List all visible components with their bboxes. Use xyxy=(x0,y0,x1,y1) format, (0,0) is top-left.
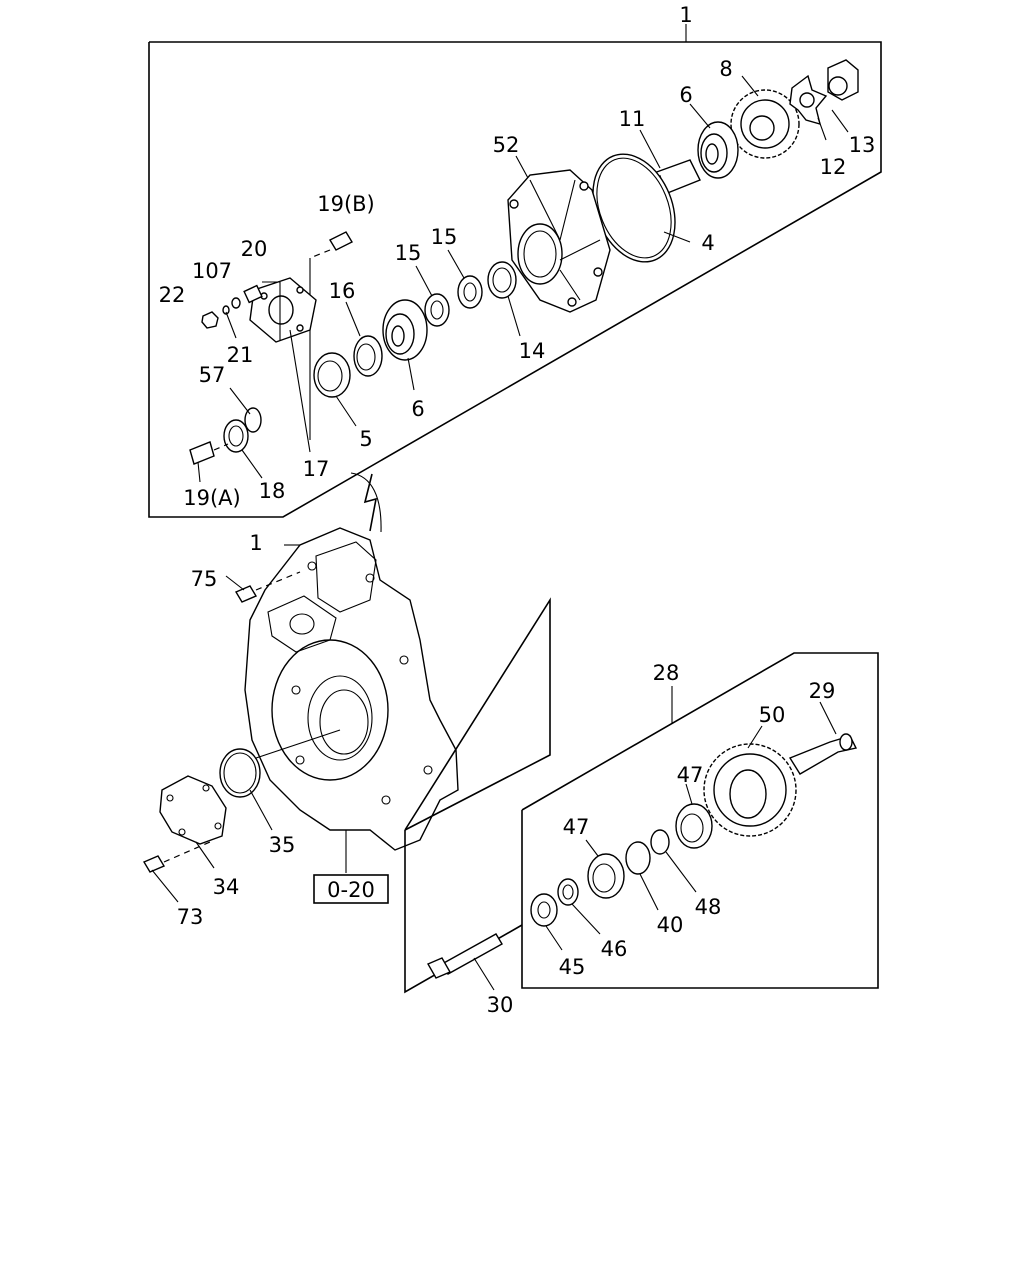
callout-12: 12 xyxy=(820,155,847,179)
shaft-29 xyxy=(788,733,858,775)
bearing-6-upper xyxy=(697,121,739,179)
callout-47-upper: 47 xyxy=(677,763,704,787)
snap-ring-48 xyxy=(650,829,670,855)
callout-28: 28 xyxy=(653,661,680,685)
callout-52: 52 xyxy=(493,133,520,157)
assembly-28-frame xyxy=(404,597,879,994)
callout-16: 16 xyxy=(329,279,356,303)
callout-29: 29 xyxy=(809,679,836,703)
gear-8 xyxy=(730,89,800,159)
bolt-19a xyxy=(189,441,229,465)
bearing-47-lower xyxy=(587,853,625,899)
callout-48: 48 xyxy=(695,895,722,919)
callout-73: 73 xyxy=(177,905,204,929)
callout-19a: 19(A) xyxy=(183,486,240,510)
callout-5: 5 xyxy=(359,427,372,451)
callout-50: 50 xyxy=(759,703,786,727)
bolt-73 xyxy=(142,841,211,873)
callout-labels: 1 8 6 11 13 12 52 4 19(B) 20 107 22 15 1… xyxy=(159,3,876,1017)
callout-21: 21 xyxy=(227,343,254,367)
ring-16 xyxy=(353,335,383,377)
callout-17: 17 xyxy=(303,457,330,481)
bearing-47-upper xyxy=(675,803,713,849)
washer-15a xyxy=(457,275,483,309)
callout-19b: 19(B) xyxy=(317,192,375,216)
callout-40: 40 xyxy=(657,913,684,937)
seal-5 xyxy=(313,352,351,398)
callout-45: 45 xyxy=(559,955,586,979)
washer-15b xyxy=(424,293,450,327)
assembly-1-frame xyxy=(148,24,882,533)
washer-107 xyxy=(231,297,241,309)
bearing-6-lower xyxy=(382,299,428,361)
callout-75: 75 xyxy=(191,567,218,591)
cover-34 xyxy=(159,775,227,845)
callout-6-upper: 6 xyxy=(679,83,692,107)
callout-46: 46 xyxy=(601,937,628,961)
o-ring-4 xyxy=(592,153,676,263)
callout-13: 13 xyxy=(849,133,876,157)
flange-17 xyxy=(249,277,317,343)
washer-46 xyxy=(557,878,579,906)
bolt-75 xyxy=(234,544,301,603)
callout-22: 22 xyxy=(159,283,186,307)
callout-1-housing: 1 xyxy=(249,531,262,555)
callout-11: 11 xyxy=(619,107,646,131)
callout-34: 34 xyxy=(213,875,240,899)
snap-ring-40 xyxy=(625,841,651,875)
spacer-14 xyxy=(487,261,517,299)
nut-22 xyxy=(201,311,219,329)
washer-45 xyxy=(530,893,558,927)
bolt-19b xyxy=(309,231,353,440)
o-ring-57 xyxy=(244,407,262,433)
callout-20: 20 xyxy=(241,237,268,261)
callout-1: 1 xyxy=(679,3,692,27)
o-ring-35 xyxy=(219,748,261,798)
stud-20 xyxy=(243,281,281,340)
callout-15-b: 15 xyxy=(395,241,422,265)
washer-21 xyxy=(222,305,230,315)
callout-35: 35 xyxy=(269,833,296,857)
reference-label-0-20: 0-20 xyxy=(327,878,375,902)
callout-4: 4 xyxy=(701,231,714,255)
bolt-30 xyxy=(427,933,503,979)
callout-107: 107 xyxy=(192,259,232,283)
callout-18: 18 xyxy=(259,479,286,503)
callout-15-a: 15 xyxy=(431,225,458,249)
callout-14: 14 xyxy=(519,339,546,363)
leader-lines xyxy=(151,75,849,991)
callout-47-lower: 47 xyxy=(563,815,590,839)
lock-washer-12 xyxy=(789,74,828,126)
reference-box-0-20 xyxy=(313,874,389,904)
callout-6-lower: 6 xyxy=(411,397,424,421)
flywheel-housing xyxy=(244,527,459,873)
gear-50 xyxy=(703,743,797,837)
callout-30: 30 xyxy=(487,993,514,1017)
nut-13 xyxy=(827,59,859,101)
callout-57: 57 xyxy=(199,363,226,387)
cover-52 xyxy=(507,169,611,313)
callout-8: 8 xyxy=(719,57,732,81)
seal-18 xyxy=(223,419,249,453)
